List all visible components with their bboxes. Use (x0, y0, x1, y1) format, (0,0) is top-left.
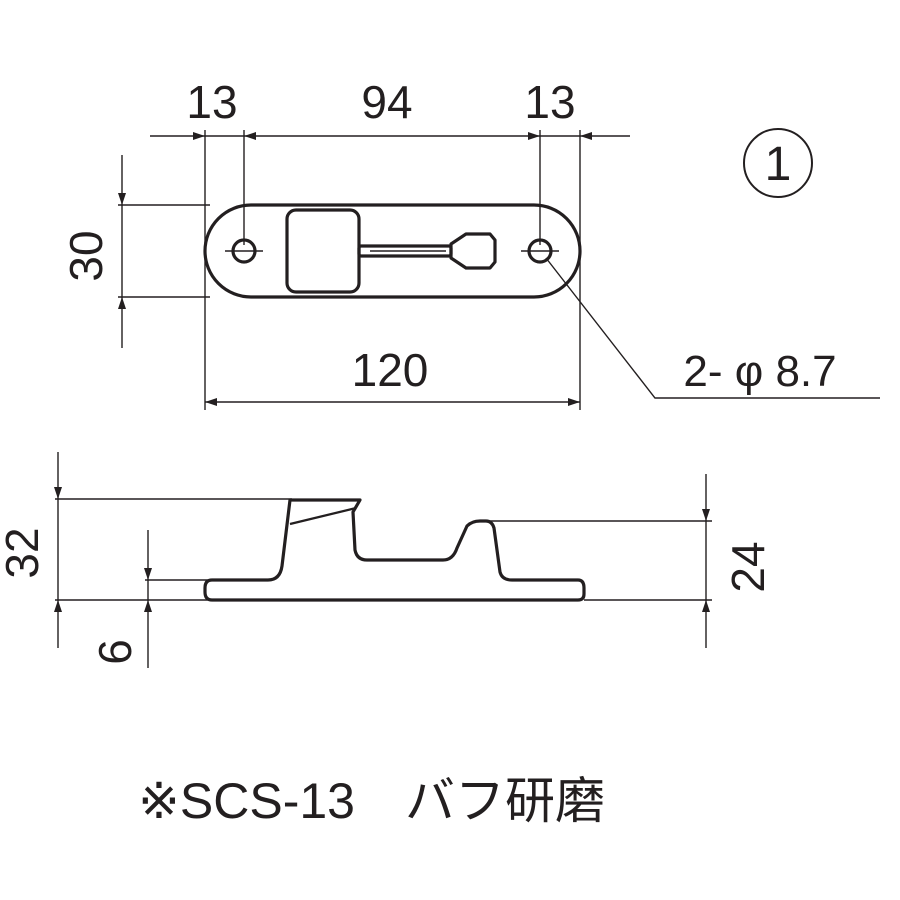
top-view: 13 94 13 30 120 2- φ 8.7 (60, 76, 880, 410)
hole-callout: 2- φ 8.7 (683, 347, 836, 396)
dim-base-height: 6 (89, 639, 141, 665)
side-view: 32 6 24 (0, 452, 774, 668)
view-marker: 1 (743, 128, 813, 198)
catch-tip (449, 232, 497, 270)
dim-height: 30 (60, 230, 112, 281)
dim-step-height: 24 (722, 541, 774, 592)
dim-center-spacing: 94 (361, 76, 412, 128)
view-marker-number: 1 (765, 138, 792, 191)
dim-overall-length: 120 (352, 344, 429, 396)
dim-left-margin: 13 (186, 76, 237, 128)
material-note: ※SCS-13 バフ研磨 (138, 773, 605, 829)
latch-block (285, 208, 361, 294)
side-profile (203, 498, 586, 602)
dim-right-margin: 13 (524, 76, 575, 128)
dim-total-height: 32 (0, 527, 48, 578)
